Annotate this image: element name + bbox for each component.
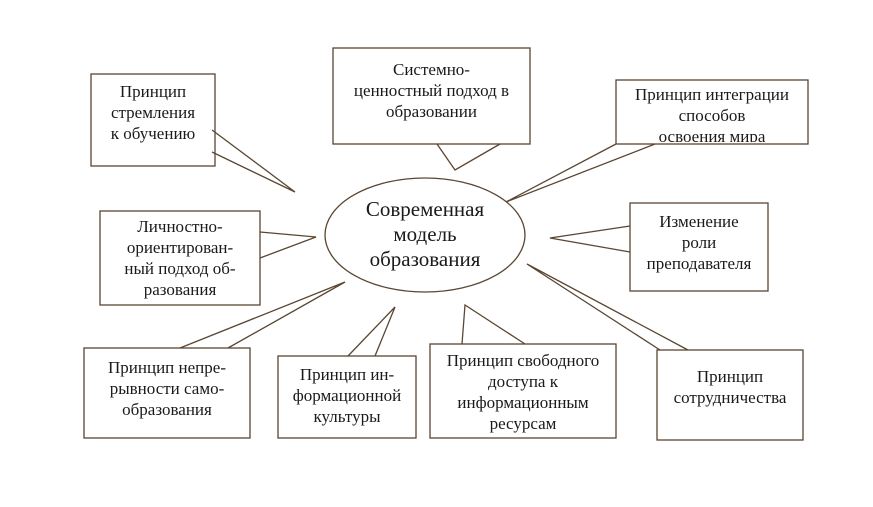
label-line: Системно- <box>393 60 470 79</box>
label-line: культуры <box>313 407 381 426</box>
label-bottom-right: Принцип сотрудничества <box>657 366 803 408</box>
box-top-right <box>615 79 809 145</box>
box-top <box>332 47 531 145</box>
label-top-right: Принцип интеграции способов освоения мир… <box>616 84 808 142</box>
pointer-top-left <box>211 129 296 193</box>
center-line-1: Современная <box>365 197 485 221</box>
label-line: к обучению <box>110 124 196 143</box>
pointer-bottom-left <box>179 281 346 349</box>
label-right: Изменение роли преподавателя <box>630 211 768 274</box>
label-line: Принцип ин- <box>299 365 395 384</box>
label-line: ориентирован- <box>126 238 234 257</box>
label-line: способов <box>678 106 746 125</box>
label-line: роли <box>681 233 717 252</box>
label-line: доступа к <box>488 372 558 391</box>
label-line: Изменение <box>659 212 739 231</box>
label-bottom-mid-right: Принцип свободного доступа к информацион… <box>430 350 616 434</box>
box-top-left <box>90 73 216 167</box>
label-line: сотрудничества <box>673 388 787 407</box>
label-line: Принцип непре- <box>108 358 226 377</box>
label-line: ресурсам <box>489 414 557 433</box>
box-bottom-mid-right <box>429 343 617 439</box>
pointer-bottom-mid-right <box>461 303 526 345</box>
center-label: Современная модель образования <box>325 197 525 272</box>
box-bottom-left <box>83 347 251 439</box>
label-line: Личностно- <box>137 217 223 236</box>
pointer-right <box>549 225 631 253</box>
label-line: информационным <box>457 393 589 412</box>
center-line-2: модель <box>393 222 457 246</box>
pointer-left <box>259 231 317 259</box>
label-line: рывности само- <box>109 379 225 398</box>
label-line: Принцип интеграции <box>635 85 789 104</box>
label-line: Принцип <box>119 82 187 101</box>
label-top-left: Принцип стремления к обучению <box>91 81 215 144</box>
label-line: ценностный подход в <box>353 81 510 100</box>
label-line: преподавателя <box>646 254 752 273</box>
label-line: стремления <box>110 103 196 122</box>
pointer-bottom-mid-left <box>347 306 396 357</box>
label-line: Принцип свободного <box>446 351 600 370</box>
label-bottom-left: Принцип непре- рывности само- образовани… <box>84 357 250 420</box>
box-bottom-right <box>656 349 804 441</box>
label-left: Личностно- ориентирован- ный подход об- … <box>100 216 260 300</box>
label-line: образовании <box>386 102 477 121</box>
label-line: ный подход об- <box>124 259 236 278</box>
pointer-top-right <box>505 143 656 203</box>
box-right <box>629 202 769 292</box>
center-line-3: образования <box>369 247 481 271</box>
label-line: образования <box>122 400 212 419</box>
label-line: Принцип <box>696 367 764 386</box>
label-line: освоения мира <box>658 127 766 142</box>
center-ellipse <box>324 177 526 293</box>
label-bottom-mid-left: Принцип ин- формационной культуры <box>278 364 416 427</box>
label-line: разования <box>143 280 217 299</box>
pointer-bottom-right <box>526 263 689 351</box>
label-top: Системно- ценностный подход в образовани… <box>333 59 530 122</box>
label-line: формационной <box>292 386 402 405</box>
pointer-top <box>436 143 501 171</box>
box-bottom-mid-left <box>277 355 417 439</box>
